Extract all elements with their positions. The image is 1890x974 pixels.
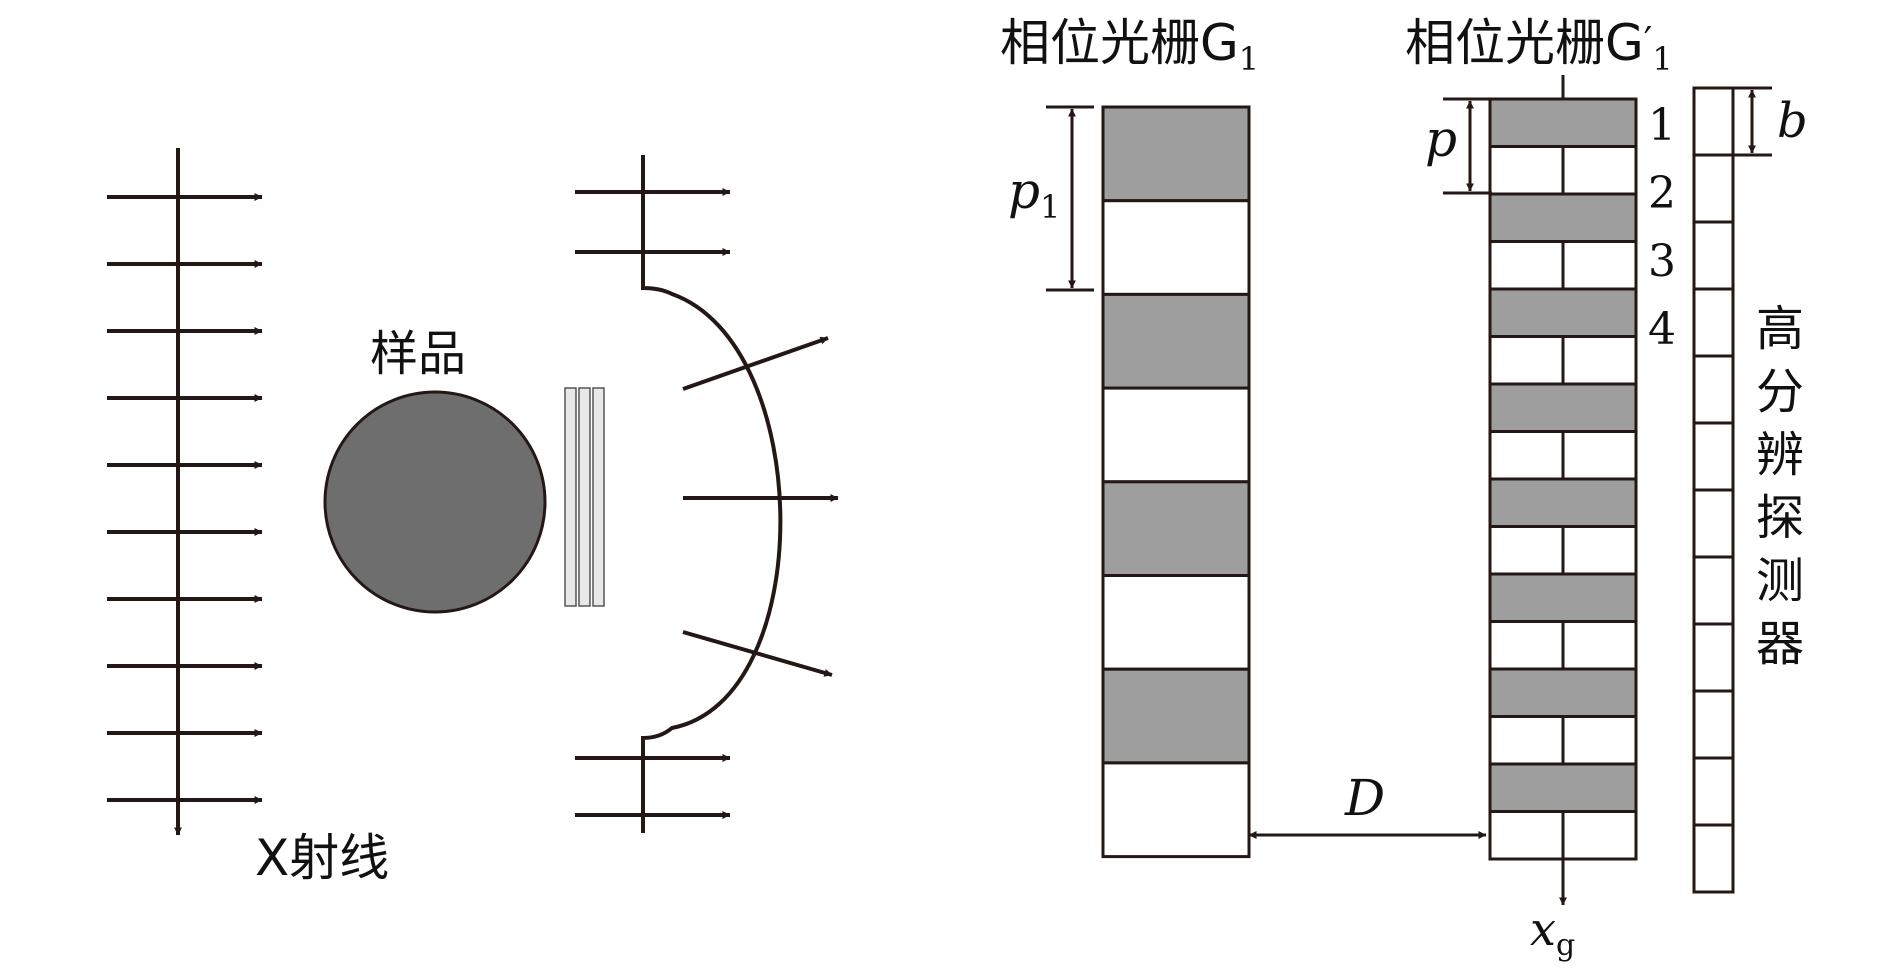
g1-open-cell (1101, 199, 1251, 296)
detector-pixel (1692, 823, 1735, 894)
g1p-phase-shift-cell (1488, 572, 1638, 623)
distance-label: D (1344, 769, 1385, 827)
detector-pixel (1692, 86, 1735, 157)
distorted-wavefront (641, 155, 783, 833)
transmitted-arrow (682, 336, 829, 391)
grating-g1-title: 相位光栅G1 (1000, 14, 1259, 78)
g1-open-cell (1101, 761, 1251, 859)
detector-pixel (1692, 488, 1735, 559)
g1p-phase-shift-cell (1488, 97, 1638, 148)
pixel-size-label: b (1777, 93, 1808, 149)
grating-g1 (1101, 105, 1251, 859)
left-panel: X射线 样品 (107, 148, 839, 887)
g1-phase-shift-cell (1101, 292, 1251, 390)
detector-label-char-3: 辨 (1756, 427, 1804, 483)
detector-pixel (1692, 421, 1735, 492)
grating-g1-prime (1488, 97, 1638, 861)
g1-period-label: p1 (1008, 162, 1060, 226)
segment-number-3: 3 (1648, 236, 1676, 287)
g1p-phase-shift-cell (1488, 382, 1638, 433)
g1-phase-shift-cell (1101, 480, 1251, 577)
detector-pixel (1692, 153, 1735, 224)
g1p-phase-shift-cell (1488, 667, 1638, 718)
sample-slab (564, 387, 577, 607)
sample-circle (323, 390, 547, 614)
segment-number-2: 2 (1648, 168, 1676, 219)
x-axis-label: xg (1530, 902, 1575, 963)
g1p-phase-shift-cell (1488, 192, 1638, 243)
g1p-phase-shift-cell (1488, 477, 1638, 528)
detector-label: 高 分 辨 探 测 器 (1756, 301, 1804, 672)
g1-phase-shift-cell (1101, 667, 1251, 765)
sample-slab (592, 387, 605, 607)
transmitted-xray-arrows (575, 188, 839, 819)
detector-pixel (1692, 354, 1735, 425)
right-panel: 相位光栅G1 相位光栅G′1 p1 D p 1 2 3 4 xg (1000, 14, 1808, 963)
detector-pixel (1692, 756, 1735, 827)
detector-pixel (1692, 622, 1735, 693)
detector-pixel (1692, 287, 1735, 358)
g1-phase-shift-cell (1101, 105, 1251, 203)
detector-label-char-1: 高 (1756, 301, 1804, 357)
segment-number-1: 1 (1648, 100, 1676, 151)
g1p-period-label: p (1425, 110, 1457, 168)
detector-label-char-2: 分 (1756, 364, 1804, 420)
detector-pixel (1692, 555, 1735, 626)
detector-label-char-6: 器 (1756, 616, 1804, 672)
detector-label-char-5: 测 (1756, 553, 1804, 609)
sample-label: 样品 (370, 326, 466, 382)
xray-label: X射线 (255, 829, 389, 887)
incident-xray-arrows (107, 193, 263, 804)
detector-label-char-4: 探 (1756, 490, 1804, 546)
transmitted-arrow (682, 630, 833, 677)
detector-pixel (1692, 220, 1735, 291)
detector-pixel (1692, 689, 1735, 760)
g1-open-cell (1101, 574, 1251, 671)
g1p-phase-shift-cell (1488, 287, 1638, 338)
g1-open-cell (1101, 386, 1251, 484)
segment-number-4: 4 (1648, 304, 1676, 355)
sample-slab (578, 387, 591, 607)
g1p-phase-shift-cell (1488, 762, 1638, 813)
sample-slabs (564, 387, 605, 607)
high-resolution-detector (1692, 86, 1735, 894)
grating-g1-prime-title: 相位光栅G′1 (1405, 14, 1673, 78)
